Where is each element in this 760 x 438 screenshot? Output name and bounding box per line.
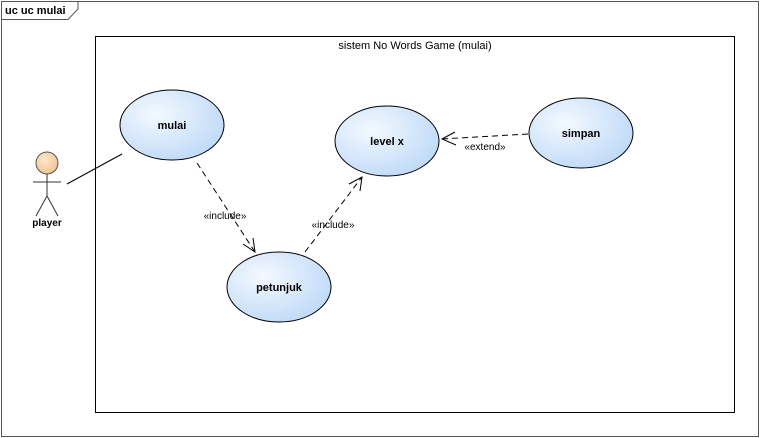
use-case-label: level x bbox=[370, 136, 405, 148]
include-arrowhead bbox=[348, 176, 363, 192]
actor-right-leg bbox=[46, 195, 59, 217]
include-mulai-petunjuk: «include» bbox=[196, 162, 256, 254]
actor-left-leg bbox=[35, 195, 48, 217]
extend-simpan-levelx: «extend» bbox=[440, 131, 529, 153]
use-case-ellipse bbox=[334, 105, 440, 177]
actor-player[interactable]: player bbox=[32, 151, 62, 229]
use-case-petunjuk[interactable]: petunjuk bbox=[226, 251, 332, 323]
use-case-label: simpan bbox=[562, 128, 601, 140]
system-boundary-title: sistem No Words Game (mulai) bbox=[338, 40, 491, 52]
use-case-mulai[interactable]: mulai bbox=[119, 89, 225, 161]
extend-label: «extend» bbox=[464, 142, 506, 153]
include-label: «include» bbox=[204, 211, 247, 222]
include-arrowhead bbox=[242, 237, 256, 254]
use-case-ellipse bbox=[119, 89, 225, 161]
use-case-label: mulai bbox=[158, 120, 187, 132]
use-case-ellipse bbox=[226, 251, 332, 323]
include-line bbox=[304, 176, 363, 253]
use-case-label: petunjuk bbox=[256, 282, 303, 294]
include-label: «include» bbox=[312, 220, 355, 231]
frame-title: uc uc mulai bbox=[5, 5, 66, 17]
use-case-ellipse bbox=[528, 97, 634, 169]
include-line bbox=[196, 162, 256, 253]
include-petunjuk-levelx: «include» bbox=[304, 176, 363, 253]
frame-title-tab bbox=[1, 1, 79, 20]
actor-head bbox=[35, 151, 59, 175]
use-case-simpan[interactable]: simpan bbox=[528, 97, 634, 169]
association-player-mulai bbox=[66, 153, 123, 185]
extend-line bbox=[441, 133, 529, 140]
extend-arrowhead bbox=[440, 131, 457, 146]
use-case-level-x[interactable]: level x bbox=[334, 105, 440, 177]
actor-label: player bbox=[32, 218, 62, 229]
